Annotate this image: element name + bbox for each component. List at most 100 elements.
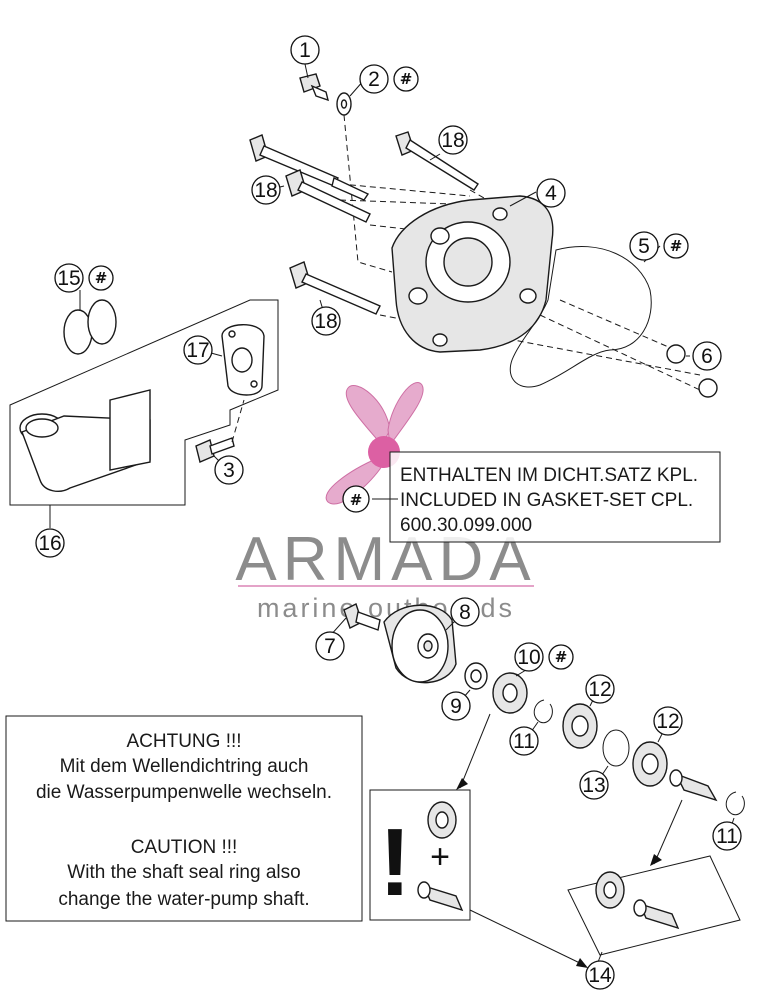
armada-logo bbox=[325, 382, 424, 505]
callout-circle bbox=[441, 691, 471, 721]
callout-c11a: 11 bbox=[509, 726, 539, 756]
callout-c11b: 11 bbox=[712, 821, 742, 851]
callout-circle bbox=[692, 341, 722, 371]
part-bolt-18-d bbox=[289, 261, 381, 315]
callout-number: 7 bbox=[324, 635, 336, 658]
warning-de-line1: Mit dem Wellendichtring auch bbox=[60, 756, 309, 777]
callout-c2: 2# bbox=[359, 64, 419, 94]
gasket-set-hash: # bbox=[670, 237, 683, 255]
part-circlip-11-b bbox=[725, 791, 745, 816]
callout-number: 14 bbox=[588, 964, 612, 987]
callout-number: 11 bbox=[513, 730, 535, 753]
gasket-note-line1: ENTHALTEN IM DICHT.SATZ KPL. bbox=[400, 465, 698, 486]
callout-c16: 16 bbox=[35, 528, 65, 558]
callout-number: 18 bbox=[314, 310, 337, 333]
callout-c3: 3 bbox=[214, 455, 244, 485]
callout-circle bbox=[509, 726, 539, 756]
part-snap-ring-13 bbox=[602, 729, 630, 767]
part-screw-1 bbox=[299, 73, 329, 102]
gasket-set-hash: # bbox=[95, 269, 108, 287]
callout-c5: 5# bbox=[629, 231, 689, 261]
callout-c15: 15 # bbox=[54, 263, 114, 293]
warning-en-title: CAUTION !!! bbox=[131, 837, 238, 858]
part-bearing-12-a bbox=[562, 703, 598, 749]
warning-en-line1: With the shaft seal ring also bbox=[67, 862, 300, 883]
callout-number: 3 bbox=[223, 459, 235, 482]
part-gasket-17 bbox=[221, 324, 265, 396]
callout-c18c: 18 bbox=[311, 306, 341, 336]
gasket-set-hash: # bbox=[555, 648, 568, 666]
callout-circle bbox=[315, 631, 345, 661]
callout-circle bbox=[54, 263, 84, 293]
callout-c12a: 12 bbox=[585, 674, 615, 704]
callout-number: 1 bbox=[299, 39, 311, 62]
callout-c6: 6 bbox=[692, 341, 722, 371]
part-bolt-18-a bbox=[395, 131, 479, 191]
part-bolt-7 bbox=[343, 603, 381, 631]
gasket-set-hash-circle bbox=[548, 644, 574, 670]
part-bolt-3 bbox=[195, 437, 235, 463]
callout-c12b: 12 bbox=[653, 706, 683, 736]
gasket-note-line3: 600.30.099.000 bbox=[400, 515, 532, 536]
callout-c8: 8 bbox=[450, 597, 480, 627]
callout-c13: 13 bbox=[579, 770, 609, 800]
callout-c14: 14 bbox=[585, 960, 615, 990]
part-bolt-18-b bbox=[249, 134, 370, 201]
callout-number: 11 bbox=[716, 825, 738, 848]
part-pump-shaft bbox=[669, 769, 718, 802]
gasket-note-hash-circle bbox=[342, 485, 370, 513]
callout-c4: 4 bbox=[536, 178, 566, 208]
kit-shaft-part bbox=[417, 881, 464, 912]
part-orings-15 bbox=[63, 299, 117, 355]
callout-number: 17 bbox=[186, 339, 209, 362]
callout-circle bbox=[585, 960, 615, 990]
callout-number: 2 bbox=[368, 68, 380, 91]
kit-seal-part bbox=[427, 801, 457, 839]
warning-de-line2: die Wasserpumpenwelle wechseln. bbox=[36, 782, 332, 803]
callout-number: 15 bbox=[57, 267, 80, 290]
callout-circle bbox=[450, 597, 480, 627]
warning-en-line2: change the water-pump shaft. bbox=[58, 889, 309, 910]
callout-number: 18 bbox=[441, 129, 464, 152]
callout-circle bbox=[214, 455, 244, 485]
warning-note-box bbox=[5, 715, 363, 922]
part-gasket-5 bbox=[509, 246, 652, 388]
callout-circle bbox=[514, 642, 544, 672]
callout-circle bbox=[536, 178, 566, 208]
callout-c1: 1 bbox=[290, 35, 320, 65]
callout-number: 9 bbox=[450, 695, 462, 718]
part-sleeve-6 bbox=[666, 344, 718, 398]
part-bearing-12-b bbox=[632, 741, 668, 787]
warning-de-title: ACHTUNG !!! bbox=[126, 731, 241, 752]
assembly-outline-16 bbox=[9, 299, 279, 506]
callout-number: 8 bbox=[459, 601, 471, 624]
callout-c18a: 18 bbox=[438, 125, 468, 155]
gasket-set-hash-circle bbox=[88, 265, 114, 291]
callout-number: 13 bbox=[582, 774, 605, 797]
callout-circle bbox=[629, 231, 659, 261]
part-circlip-11-a bbox=[533, 699, 553, 724]
callout-circle bbox=[712, 821, 742, 851]
gasket-note-hash: # bbox=[350, 491, 363, 509]
part-bolt-18-c bbox=[285, 169, 371, 223]
kit-plus: + bbox=[430, 838, 450, 876]
callout-circle bbox=[183, 335, 213, 365]
kit-secondary-seal bbox=[595, 871, 625, 909]
callout-number: 10 bbox=[517, 646, 540, 669]
gasket-set-hash-circle bbox=[663, 233, 689, 259]
callout-number: 18 bbox=[254, 179, 277, 202]
callout-circle bbox=[311, 306, 341, 336]
kit-box-secondary bbox=[567, 855, 741, 956]
callout-circle bbox=[251, 175, 281, 205]
gasket-set-hash: # bbox=[400, 70, 413, 88]
part-shaft-seal-10 bbox=[492, 672, 528, 714]
callout-circle bbox=[359, 64, 389, 94]
callout-c18b: 18 bbox=[251, 175, 281, 205]
callout-circle bbox=[290, 35, 320, 65]
callout-c10: 10 # bbox=[514, 642, 574, 672]
callout-c9: 9 bbox=[441, 691, 471, 721]
callout-number: 6 bbox=[701, 345, 713, 368]
gasket-note-box bbox=[389, 451, 721, 543]
callout-number: 12 bbox=[588, 678, 611, 701]
